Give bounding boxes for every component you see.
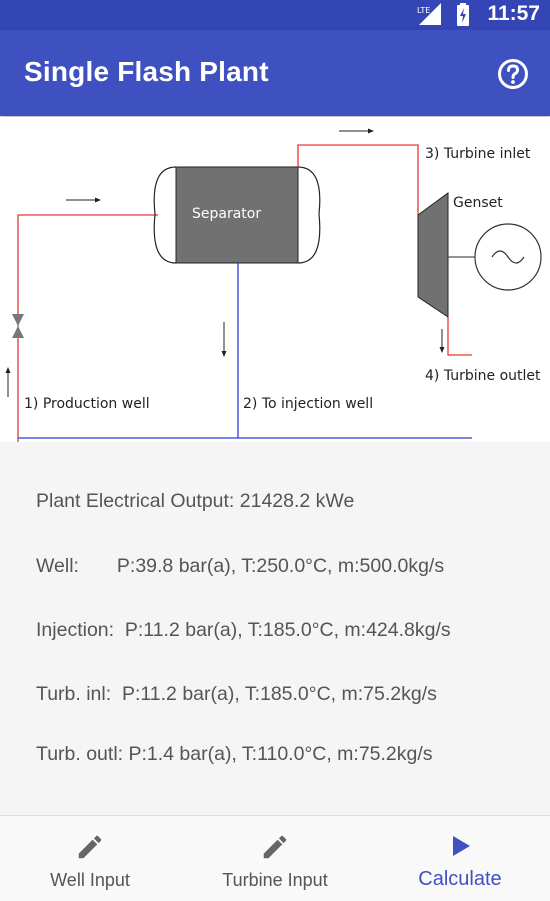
flow-arrow-injection <box>221 322 227 357</box>
turbine-inlet-label: 3) Turbine inlet <box>425 146 531 162</box>
app-bar: Single Flash Plant <box>0 30 550 116</box>
plant-diagram: Separator <box>0 117 550 442</box>
flow-arrow-outlet <box>439 329 445 353</box>
nav-calculate[interactable]: Calculate <box>390 816 530 901</box>
production-pipe <box>17 214 158 442</box>
results-panel: Plant Electrical Output: 21428.2 kWe Wel… <box>0 442 550 814</box>
well-result-text: Well: P:39.8 bar(a), T:250.0°C, m:500.0k… <box>36 555 445 577</box>
nav-turbine-input-label: Turbine Input <box>222 870 328 890</box>
bottom-navigation: Well Input Turbine Input Calculate <box>0 815 550 901</box>
pencil-icon <box>263 835 287 859</box>
separator-label: Separator <box>192 206 261 222</box>
signal-icon: LTE <box>417 3 441 25</box>
nav-well-input[interactable]: Well Input <box>20 816 160 901</box>
page-title: Single Flash Plant <box>24 56 269 87</box>
nav-calculate-label: Calculate <box>418 868 502 890</box>
injection-result-text: Injection: P:11.2 bar(a), T:185.0°C, m:4… <box>36 619 451 641</box>
turbine-outlet-result-text: Turb. outl: P:1.4 bar(a), T:110.0°C, m:7… <box>36 743 433 765</box>
status-clock: 11:57 <box>487 2 540 25</box>
production-well-label: 1) Production well <box>24 396 150 412</box>
injection-well-label: 2) To injection well <box>243 396 373 412</box>
flow-arrow-production <box>5 367 11 397</box>
nav-well-input-label: Well Input <box>50 870 130 890</box>
flow-arrow-steam <box>339 128 374 134</box>
network-type-text: LTE <box>417 6 430 15</box>
pencil-icon <box>78 835 102 859</box>
battery-charging-icon <box>457 3 469 26</box>
separator-vessel: Separator <box>153 166 321 264</box>
flow-arrow-well <box>66 197 101 203</box>
valve-icon <box>12 314 24 338</box>
turbine-outlet-label: 4) Turbine outlet <box>425 368 541 384</box>
turbine-inlet-result-text: Turb. inl: P:11.2 bar(a), T:185.0°C, m:7… <box>36 683 437 705</box>
plant-diagram-svg: Separator <box>5 128 542 442</box>
generator-icon <box>474 223 542 291</box>
nav-turbine-input[interactable]: Turbine Input <box>205 816 345 901</box>
help-circle-icon[interactable] <box>497 58 529 90</box>
turbine-icon <box>417 192 449 318</box>
plant-output-text: Plant Electrical Output: 21428.2 kWe <box>36 490 355 512</box>
status-bar: LTE 11:57 <box>0 0 550 30</box>
genset-label: Genset <box>453 195 503 211</box>
steam-pipe <box>297 144 419 215</box>
outlet-pipe <box>447 317 472 356</box>
play-icon <box>453 836 470 856</box>
